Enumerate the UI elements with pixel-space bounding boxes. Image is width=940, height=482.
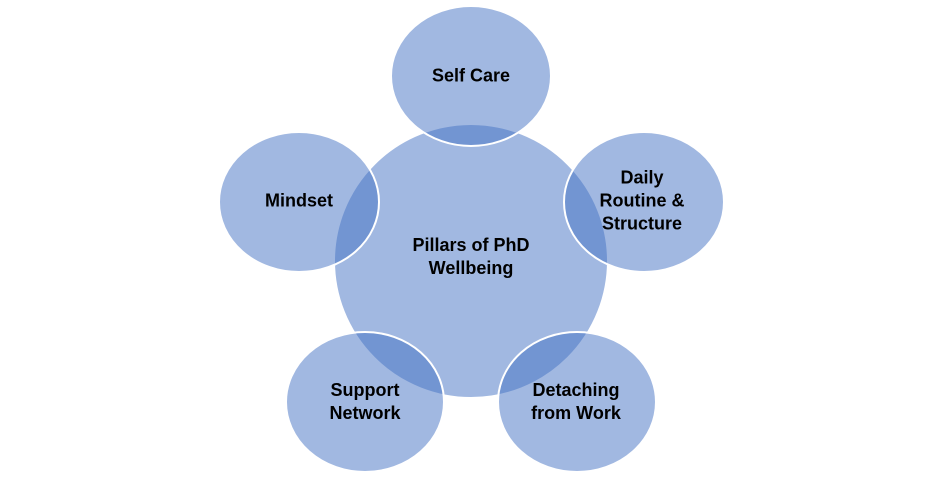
daily-routine-label: Daily Routine & Structure	[599, 167, 685, 234]
detaching-label: Detaching from Work	[531, 380, 621, 423]
pillar-mindset	[218, 131, 380, 273]
support-network-label: Support Network	[329, 380, 401, 423]
pillar-support-network	[285, 331, 445, 473]
pillar-self-care	[390, 5, 552, 147]
pillar-detaching	[497, 331, 657, 473]
mindset-label: Mindset	[264, 190, 334, 211]
self-care-label: Self Care	[431, 65, 511, 86]
pillar-daily-routine	[563, 131, 725, 273]
center-label: Pillars of PhD Wellbeing	[412, 235, 530, 278]
